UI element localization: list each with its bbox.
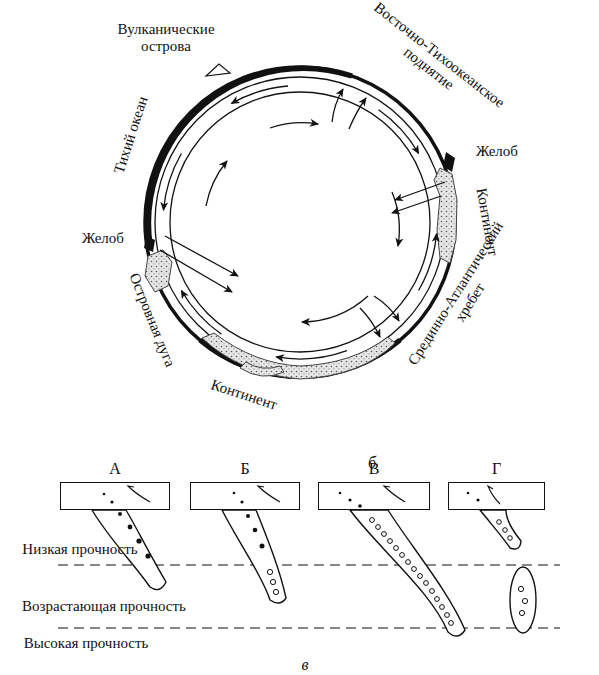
figure-label: Восточно-Тихоокеанское поднятие [353, 0, 516, 131]
earthquake-dots [103, 492, 480, 559]
continent [202, 333, 395, 379]
slab [480, 510, 521, 549]
slab [350, 510, 465, 636]
figure-label: Возрастающая прочность [22, 598, 186, 615]
trench [144, 236, 155, 252]
figure-label: Континент [209, 376, 280, 413]
plate-box: Г [448, 482, 545, 510]
strength-boundary [58, 627, 560, 628]
earth-section [144, 64, 457, 379]
figure-label: Высокая прочность [24, 635, 149, 652]
crust-circle [145, 67, 455, 377]
plate-box: Б [190, 482, 300, 510]
volcanic-island [206, 64, 230, 76]
convection-arrows [160, 86, 445, 359]
mantle-flow-band [155, 77, 445, 367]
continent [434, 168, 457, 263]
plate-box: А [60, 482, 170, 510]
figure-label: Желоб [82, 230, 124, 247]
panel-letter: Б [191, 460, 299, 478]
figure-label: в [302, 656, 309, 673]
slab [222, 510, 286, 603]
panel-letter: Г [449, 460, 544, 478]
island-arc [145, 250, 172, 292]
plate-box: В [318, 482, 430, 510]
trench [443, 152, 455, 172]
continent [240, 362, 284, 376]
figure-label: Желоб [476, 143, 518, 160]
figure-label: Низкая прочность [22, 541, 137, 558]
detached-slab [510, 567, 536, 633]
earthquake-circles [267, 518, 527, 626]
oceanic-crust [148, 68, 352, 245]
mantle-flow-band [170, 92, 430, 352]
figure-label: Вулканические острова [110, 21, 222, 55]
figure-label: б [368, 454, 376, 471]
panel-letter: А [61, 460, 169, 478]
slab-panel [58, 486, 560, 636]
figure-label: Тихий океан [111, 94, 152, 175]
figure-label: Срединно-Атлантический хребет [401, 213, 525, 384]
motion-arrows [128, 486, 500, 504]
